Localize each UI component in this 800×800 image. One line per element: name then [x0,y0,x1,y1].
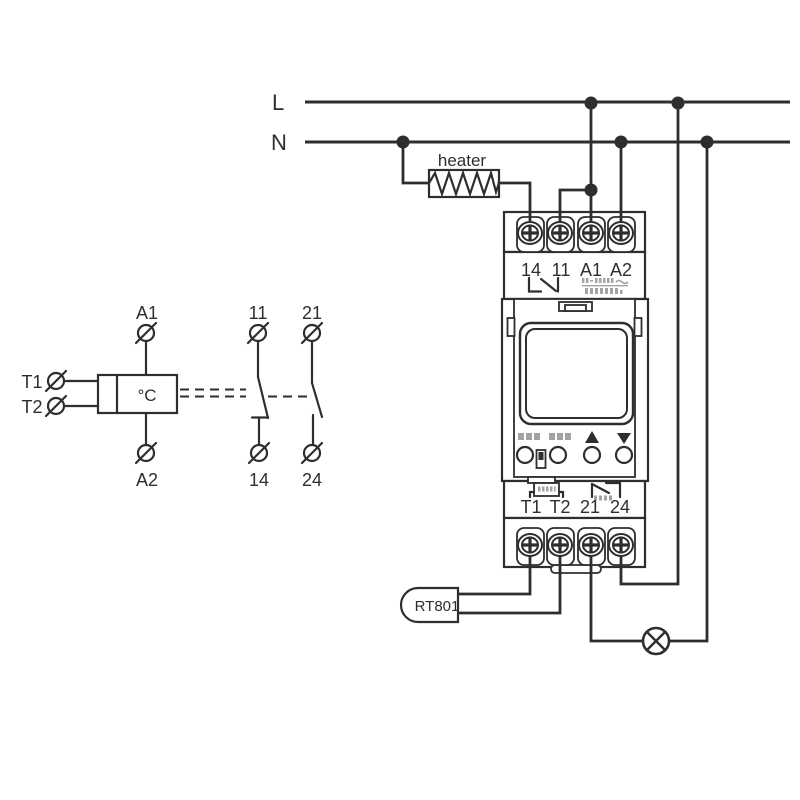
screw-terminal-t2 [547,533,573,557]
junction-dot [671,96,685,110]
screw-terminal-24 [608,533,634,557]
contact-11-14 [250,339,270,447]
wire-t2-to-sensor [456,543,562,615]
arrow-down-icon [617,433,631,444]
right-clip [633,317,643,337]
heater-label: heater [438,151,487,170]
relay-contact2-icon [590,481,622,501]
junction-dot [700,135,714,149]
terminal-screws [517,221,634,557]
slide-switch [535,449,547,469]
left-clip [506,317,516,337]
rt801-probe: RT801 [399,586,460,624]
lamp-icon [641,626,671,656]
device-terminal-21: 21 [580,497,600,517]
schematic-t1-label: T1 [21,372,42,392]
wire-n-to-lamp [667,140,709,643]
wire-l-to-24 [619,101,680,586]
terminal-circle-a2 [134,441,158,465]
wire-t1-to-sensor [456,543,532,596]
schematic-24-label: 24 [302,470,322,490]
arrow-up-icon [585,431,599,443]
rt801-label: RT801 [415,598,460,615]
junction-dot [396,135,410,149]
schematic-t2-label: T2 [21,397,42,417]
wire-lamp-to-21 [589,543,645,643]
junction-dot [614,135,628,149]
din-clip-tab [550,564,602,574]
faceplate-tab-inner [564,304,587,312]
indicator-marks [518,433,571,440]
device-terminal-a2: A2 [610,260,632,280]
device-terminal-t2: T2 [549,497,570,517]
timer-relay-device: 14 11 A1 A2 [500,210,650,574]
device-button-1 [515,445,535,465]
wire-n-to-heater [401,140,431,185]
screw-terminal-a2 [608,221,634,245]
device-terminal-11: 11 [552,260,571,280]
ratings-marks [582,278,629,294]
schematic-a1-label: A1 [136,303,158,323]
live-label: L [272,90,284,115]
schematic-a2-label: A2 [136,470,158,490]
internal-schematic: A1 °C A2 T1 T2 11 [21,303,324,490]
coil-box [96,373,179,415]
screw-terminal-11 [547,221,573,245]
terminal-circle-24 [300,441,324,465]
junction-dot [584,183,598,197]
wire-branch-to-11 [558,188,593,235]
terminal-circle-14 [247,441,271,465]
screw-terminal-21 [578,533,604,557]
contact-21-24 [310,339,324,447]
schematic-21-label: 21 [302,303,322,323]
screw-terminal-a1 [578,221,604,245]
device-terminal-24: 24 [610,497,630,517]
lcd-display [518,321,635,426]
device-terminal-a1: A1 [580,260,602,280]
mechanical-link [180,388,311,398]
screw-terminal-14 [517,221,543,245]
junction-dot [584,96,598,110]
schematic-11-label: 11 [249,303,268,323]
sensor-probe-icon [528,482,565,499]
device-button-2 [548,445,568,465]
relay-contact-icon [527,276,560,293]
schematic-14-label: 14 [249,470,269,490]
device-button-down [614,445,634,465]
screw-terminal-t1 [517,533,543,557]
neutral-label: N [271,130,287,155]
wire-heater-to-14 [497,181,532,235]
wiring: heater [396,96,714,643]
heater-symbol [427,168,501,199]
device-button-up [582,445,602,465]
coil-unit-label: °C [137,386,156,405]
device-terminal-14: 14 [521,260,541,280]
device-terminal-t1: T1 [520,497,541,517]
